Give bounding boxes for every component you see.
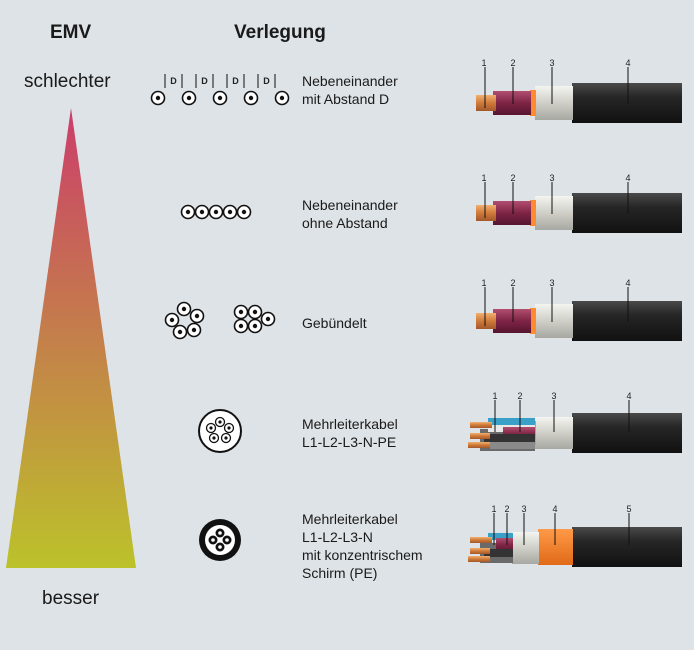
- emv-header: EMV: [50, 22, 92, 43]
- component-number: 4: [625, 278, 630, 288]
- component-number: 4: [625, 173, 630, 183]
- component-number: 2: [510, 173, 515, 183]
- component-number: 2: [517, 391, 522, 401]
- component-number: 1: [481, 278, 486, 288]
- description-line: Mehrleiterkabel: [302, 511, 398, 527]
- row-description-multicore: Mehrleiterkabel L1-L2-L3-N-PE: [302, 415, 398, 451]
- component-number: 2: [510, 278, 515, 288]
- shielded-cable-icon: [199, 519, 241, 561]
- cable-diagram-3: [476, 287, 682, 341]
- scale-bottom-label: besser: [42, 588, 100, 609]
- scale-top-label: schlechter: [24, 71, 111, 92]
- row-description-bundled: Gebündelt: [302, 314, 367, 332]
- component-number: 2: [504, 504, 509, 514]
- row-description-spaced: Nebeneinander mit Abstand D: [302, 72, 398, 108]
- component-number: 3: [549, 173, 554, 183]
- description-line: L1-L2-L3-N: [302, 529, 373, 545]
- component-number: 5: [626, 504, 631, 514]
- row-description-touching: Nebeneinander ohne Abstand: [302, 196, 398, 232]
- cable-diagram-2: [476, 182, 682, 233]
- layout-bundled-icon: [164, 301, 276, 340]
- gap-label: D: [232, 76, 239, 86]
- cable-diagram-1: [476, 67, 682, 123]
- description-line: ohne Abstand: [302, 215, 388, 231]
- verlegung-header: Verlegung: [234, 22, 326, 43]
- description-line: Mehrleiterkabel: [302, 416, 398, 432]
- component-number: 1: [491, 504, 496, 514]
- component-number: 3: [551, 391, 556, 401]
- cable-diagram-5: [468, 513, 682, 567]
- multicore-cable-icon: [198, 409, 242, 453]
- description-line: L1-L2-L3-N-PE: [302, 434, 397, 450]
- component-number: 1: [492, 391, 497, 401]
- description-line: Nebeneinander: [302, 73, 398, 89]
- component-number: 3: [549, 278, 554, 288]
- component-number: 1: [481, 58, 486, 68]
- component-number: 3: [521, 504, 526, 514]
- description-line: mit konzentrischem: [302, 547, 423, 563]
- emv-scale-triangle: [6, 108, 136, 568]
- gap-label: D: [201, 76, 208, 86]
- component-number: 1: [481, 173, 486, 183]
- component-number: 4: [626, 391, 631, 401]
- component-number: 4: [625, 58, 630, 68]
- description-line: Schirm (PE): [302, 565, 378, 581]
- description-line: Nebeneinander: [302, 197, 398, 213]
- component-number: 2: [510, 58, 515, 68]
- component-number: 4: [552, 504, 557, 514]
- cable-diagram-4: [468, 400, 682, 453]
- description-line: Gebündelt: [302, 315, 367, 331]
- description-line: mit Abstand D: [302, 91, 390, 107]
- gap-label: D: [170, 76, 177, 86]
- component-number: 3: [549, 58, 554, 68]
- gap-label: D: [263, 76, 270, 86]
- row-description-shielded: Mehrleiterkabel L1-L2-L3-N mit konzentri…: [302, 510, 423, 582]
